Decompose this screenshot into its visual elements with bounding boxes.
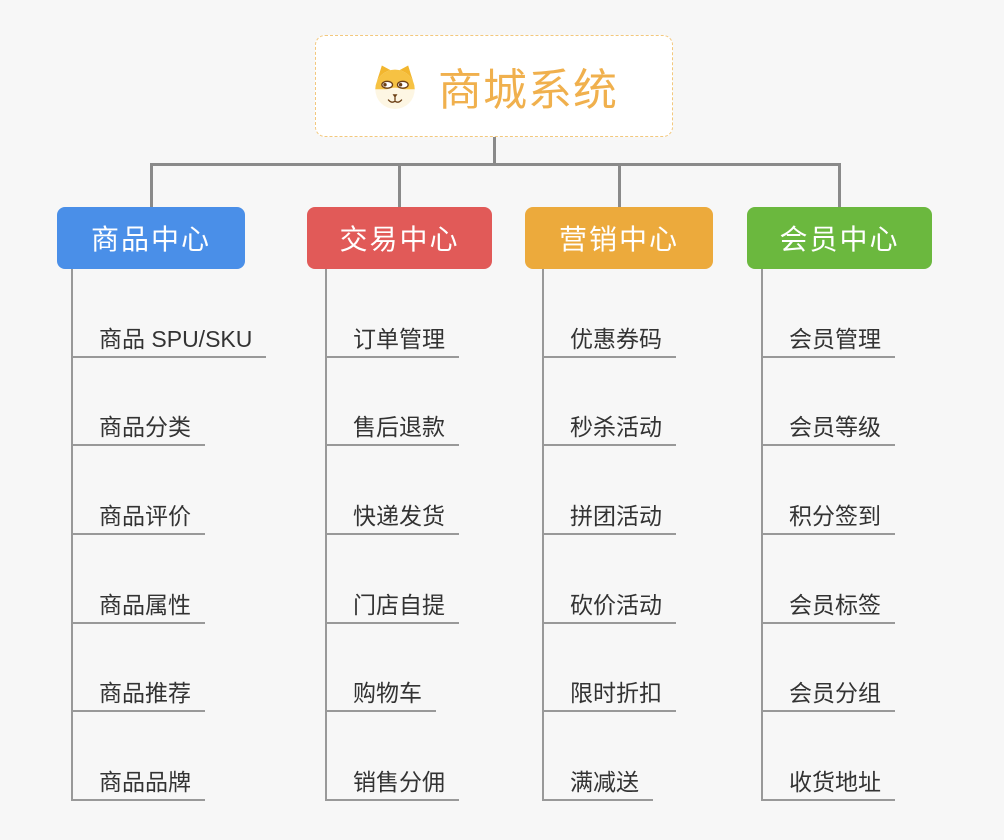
branch-item-trade-center-4[interactable]: 购物车	[325, 672, 436, 712]
branch-item-marketing-center-1[interactable]: 秒杀活动	[542, 406, 676, 446]
branch-item-member-center-3[interactable]: 会员标签	[761, 584, 895, 624]
root-title: 商城系统	[438, 66, 618, 115]
branch-item-product-center-3[interactable]: 商品属性	[71, 584, 205, 624]
branch-item-member-center-1[interactable]: 会员等级	[761, 406, 895, 446]
branch-item-marketing-center-4[interactable]: 限时折扣	[542, 672, 676, 712]
branch-header-label: 交易中心	[339, 224, 460, 255]
branch-item-member-center-4[interactable]: 会员分组	[761, 672, 895, 712]
dog-icon	[375, 65, 415, 109]
branch-item-marketing-center-5[interactable]: 满减送	[542, 761, 653, 801]
branch-item-product-center-0[interactable]: 商品 SPU/SKU	[71, 318, 267, 358]
branch-header-label: 会员中心	[779, 224, 900, 255]
branch-item-member-center-5[interactable]: 收货地址	[761, 761, 895, 801]
root-node[interactable]: 商城系统	[315, 35, 673, 137]
branch-vline-marketing-center	[542, 269, 544, 801]
connector-drop-product-center	[149, 164, 153, 207]
branch-vline-trade-center	[325, 269, 327, 801]
branch-item-trade-center-1[interactable]: 售后退款	[325, 406, 459, 446]
branch-item-member-center-2[interactable]: 积分签到	[761, 495, 895, 535]
branch-item-trade-center-3[interactable]: 门店自提	[325, 584, 459, 624]
branch-vline-member-center	[761, 269, 763, 801]
branch-item-product-center-4[interactable]: 商品推荐	[71, 672, 205, 712]
branch-item-marketing-center-3[interactable]: 砍价活动	[542, 584, 676, 624]
branch-item-trade-center-5[interactable]: 销售分佣	[325, 761, 459, 801]
branch-item-marketing-center-2[interactable]: 拼团活动	[542, 495, 676, 535]
branch-item-marketing-center-0[interactable]: 优惠券码	[542, 318, 676, 358]
branch-header-label: 营销中心	[558, 224, 679, 255]
branch-header-marketing-center[interactable]: 营销中心	[525, 207, 713, 269]
branch-header-product-center[interactable]: 商品中心	[57, 207, 245, 269]
branch-item-product-center-1[interactable]: 商品分类	[71, 406, 205, 446]
connector-drop-trade-center	[398, 164, 401, 207]
branch-vline-product-center	[71, 269, 73, 801]
connector-drop-member-center	[838, 164, 841, 207]
connector-hline	[149, 163, 841, 166]
branch-item-member-center-0[interactable]: 会员管理	[761, 318, 895, 358]
branch-header-member-center[interactable]: 会员中心	[747, 207, 932, 269]
branch-header-trade-center[interactable]: 交易中心	[307, 207, 492, 269]
connector-stem	[492, 137, 496, 166]
branch-item-trade-center-0[interactable]: 订单管理	[325, 318, 459, 358]
branch-item-product-center-5[interactable]: 商品品牌	[71, 761, 205, 801]
branch-item-product-center-2[interactable]: 商品评价	[71, 495, 205, 535]
branch-item-trade-center-2[interactable]: 快递发货	[325, 495, 459, 535]
connector-drop-marketing-center	[617, 164, 621, 207]
branch-header-label: 商品中心	[90, 224, 211, 255]
